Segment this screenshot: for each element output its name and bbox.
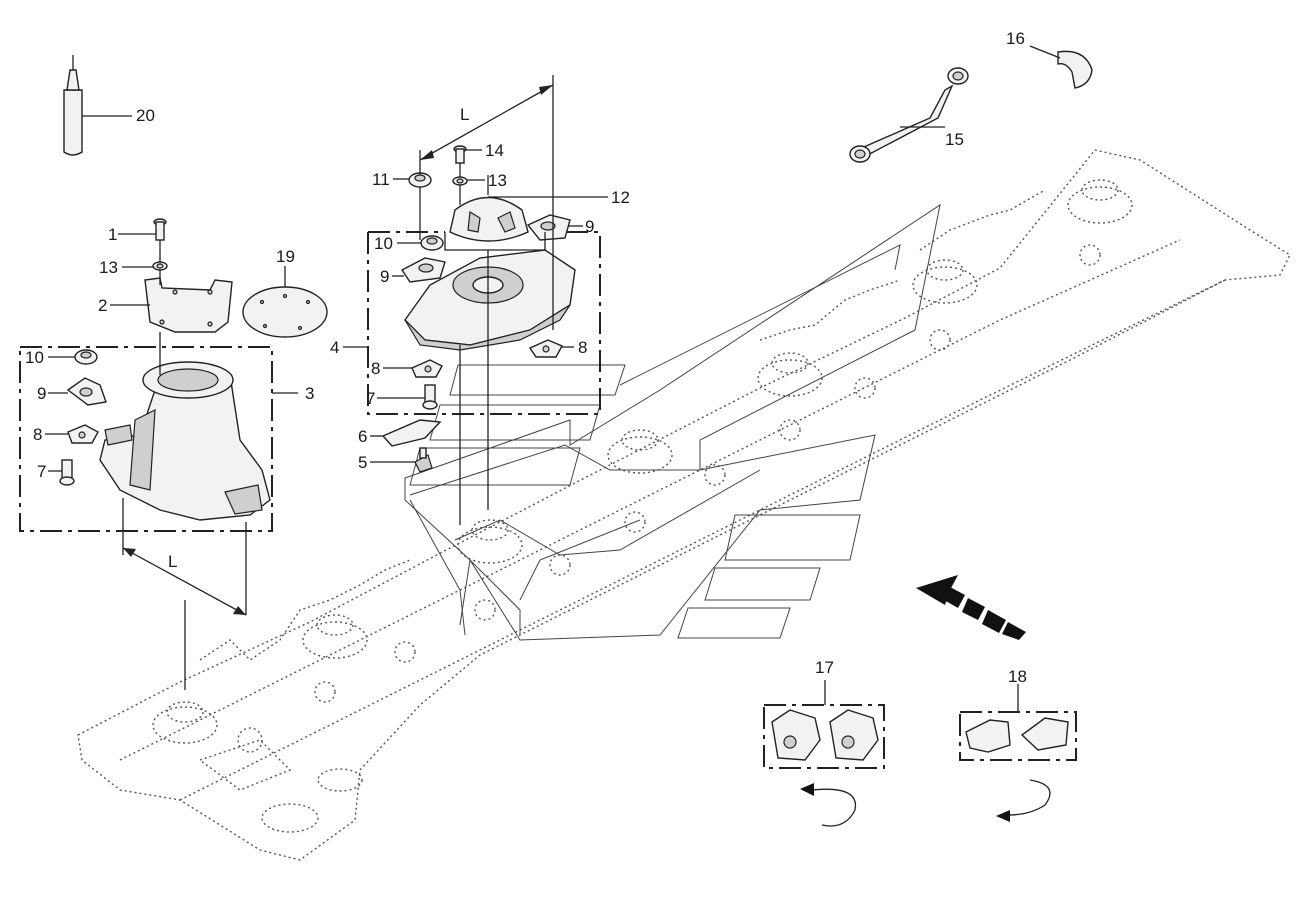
- callout-7-left: 7: [37, 462, 47, 481]
- bolt-7-left: [59, 459, 75, 486]
- plate-8-left: [67, 424, 99, 444]
- callout-11: 11: [372, 170, 390, 189]
- assembly-box-4: [367, 231, 601, 415]
- rotate-counterclockwise-icon: [800, 783, 857, 827]
- rotation-box-17: [763, 704, 885, 769]
- cutter-bar-frame: [77, 149, 1291, 861]
- callout-10-center: 10: [374, 234, 393, 253]
- direction-arrow-icon: [916, 575, 1026, 640]
- bolt-5: [414, 447, 433, 473]
- bracket-9-left: [66, 377, 107, 406]
- callout-6: 6: [358, 427, 368, 446]
- callout-1: 1: [108, 225, 118, 244]
- guard-outline: [404, 203, 941, 641]
- callout-9-center: 9: [380, 267, 390, 286]
- bolt-14: [453, 145, 467, 164]
- dimension-label-top: L: [460, 105, 470, 124]
- callout-5: 5: [358, 453, 368, 472]
- leader-lines: [45, 45, 1061, 472]
- cutting-drum-housing: [99, 361, 271, 521]
- bracket-9-center: [400, 257, 446, 283]
- callout-17: 17: [815, 658, 834, 677]
- callout-9-right: 9: [585, 217, 595, 236]
- washer-13-center: [452, 176, 468, 186]
- dimension-l-left: [122, 498, 247, 690]
- dimension-l-top: [419, 75, 554, 330]
- callout-7-center: 7: [366, 389, 376, 408]
- nut-11: [408, 172, 432, 188]
- hub-cap-12: [449, 175, 529, 242]
- dimension-label-left: L: [168, 552, 178, 571]
- callout-14: 14: [485, 141, 504, 160]
- screw-1: [153, 218, 167, 241]
- callout-15: 15: [945, 130, 964, 149]
- nut-10-center: [420, 235, 444, 251]
- callout-13-center: 13: [488, 171, 507, 190]
- callout-8-center: 8: [371, 359, 381, 378]
- callout-9-left: 9: [37, 384, 47, 403]
- cover-plate-2: [144, 277, 233, 333]
- assembly-box-3: [19, 346, 273, 532]
- gasket-19: [242, 286, 328, 338]
- gear-hole-dotted: [237, 244, 1101, 753]
- wrench-15: [849, 67, 969, 163]
- nut-10-left: [74, 349, 98, 365]
- bolt-7-center: [422, 384, 438, 410]
- callout-10-left: 10: [25, 348, 44, 367]
- plate-8-center-left: [411, 359, 443, 378]
- callout-20: 20: [136, 106, 155, 125]
- callout-18: 18: [1008, 667, 1027, 686]
- spanner-16: [1057, 50, 1093, 89]
- skid-pair-17: [771, 709, 879, 761]
- plate-8-center-right: [528, 339, 563, 358]
- callout-13-left: 13: [99, 258, 118, 277]
- blade-6: [381, 419, 442, 447]
- grease-tube-20: [63, 55, 83, 156]
- bracket-9-top-right: [526, 214, 571, 241]
- callout-19: 19: [276, 247, 295, 266]
- callout-2: 2: [98, 296, 108, 315]
- callout-12: 12: [611, 188, 630, 207]
- cutting-disc-dotted: [152, 179, 1133, 744]
- callout-8-right: 8: [578, 338, 588, 357]
- callout-16: 16: [1006, 29, 1025, 48]
- skid-pair-18: [965, 717, 1069, 753]
- callout-4: 4: [330, 338, 340, 357]
- callout-3: 3: [305, 384, 315, 403]
- callout-8-left: 8: [33, 425, 43, 444]
- washer-13-left: [152, 261, 168, 271]
- rotate-clockwise-icon: [996, 779, 1051, 822]
